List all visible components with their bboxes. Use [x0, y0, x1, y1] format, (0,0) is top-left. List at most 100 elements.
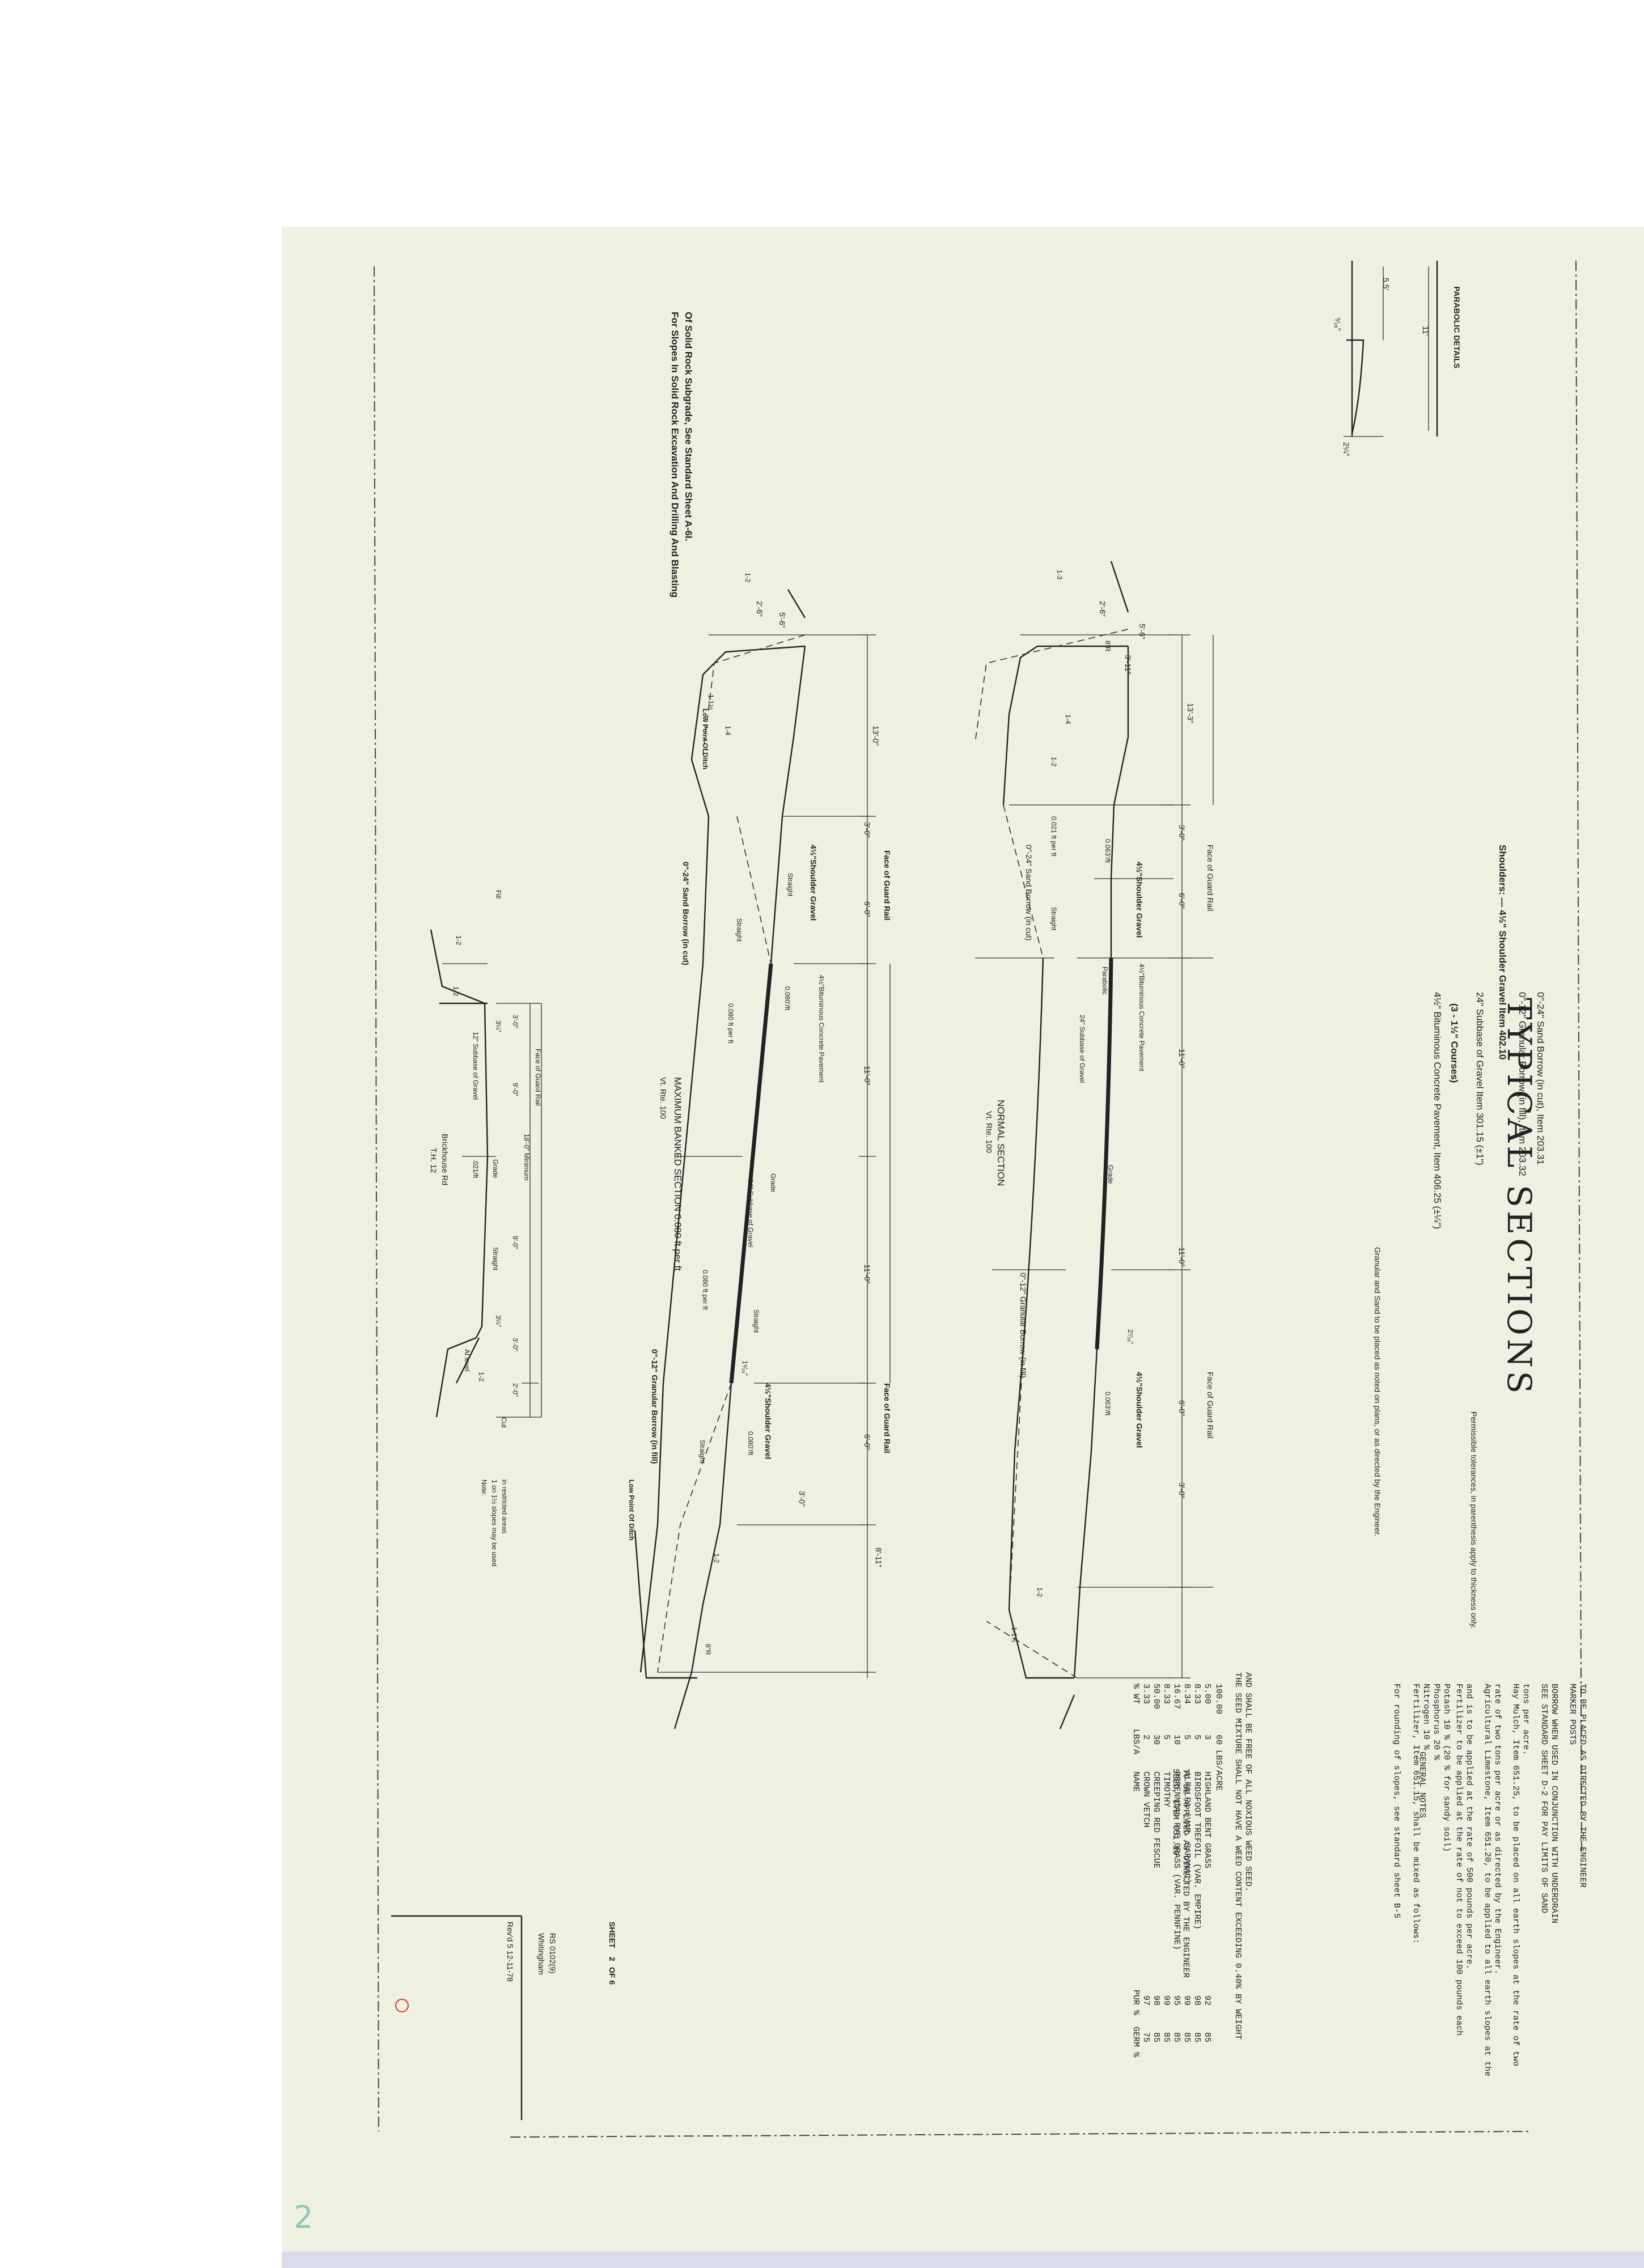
- seed-cell: 2: [1141, 1735, 1151, 1740]
- seed-cell: PERENNIAL RYE GRASS (VAR. PENNFINE): [1172, 1771, 1181, 1950]
- seed-row-6: 8.33 5 BIRDSFOOT TREFOIL (VAR. EMPIRE) 9…: [1192, 1684, 1202, 2042]
- ns-dim-11-0-r: 11'-0": [1177, 1247, 1187, 1267]
- parabolic-dim-916: ⁹⁄₁₆": [1333, 317, 1342, 331]
- drawing-sheet: [282, 227, 1644, 2252]
- seed-row-1: 3.33 2 CROWN VETCH 97 75: [1141, 1684, 1151, 2042]
- seed-h-germ: GERM %: [1131, 2027, 1141, 2058]
- br-grade: Grade: [491, 1159, 499, 1178]
- br-at-level: At level: [463, 1349, 471, 1371]
- tb-sheet: SHEET: [608, 1922, 617, 1948]
- ns-rate-12: 1-2: [1050, 757, 1058, 767]
- banked-section: [634, 589, 891, 1729]
- gn-line-1: For rounding of slopes, see standard she…: [1392, 1684, 1401, 1918]
- seed-cell: 10: [1172, 1735, 1181, 1745]
- br-rate-12c: 1-2: [477, 1372, 485, 1382]
- bs-dim-5-6: 5'-6": [778, 612, 787, 628]
- br-subbase: 12" Subbase of Gravel: [472, 1032, 480, 1100]
- seed-cell: 8.34: [1182, 1684, 1192, 1704]
- bs-gran-borrow: 0"-12" Granular Borrow (in fill): [650, 1349, 659, 1464]
- bs-shoulder-l: 4½"Shoulder Gravel: [809, 845, 818, 921]
- tb-sheet-of: OF 6: [608, 1967, 617, 1985]
- bs-subbase: 24" Subbase of Gravel: [747, 1179, 755, 1247]
- bs-dim-11-0-l: 11'-0": [863, 1066, 872, 1086]
- seed-cell: 99: [1182, 1995, 1192, 2006]
- ns-dim-2-6: 2'-6": [1098, 601, 1107, 617]
- ns-dim-3-0-r: 3'-0": [1177, 1482, 1187, 1498]
- bs-rate-112: 1-1½: [707, 694, 715, 710]
- seed-cell: 92: [1202, 1995, 1212, 2006]
- seed-cell: TIMOTHY: [1162, 1771, 1171, 1807]
- br-cut: Cut: [500, 1417, 508, 1428]
- gn-line-14: MARKER POSTS: [1567, 1684, 1577, 1745]
- gn-line-9: rate of two tons per acre or as directed…: [1493, 1684, 1502, 1974]
- seed-cell: HIGHLAND BENT GRASS: [1202, 1771, 1212, 1868]
- seed-cell: BIRDSFOOT TREFOIL (VAR. EMPIRE): [1192, 1771, 1202, 1930]
- bs-dim-8r: 8"R: [704, 1644, 712, 1655]
- seed-cell: 50.00: [1151, 1684, 1161, 1709]
- seed-cell: 30: [1151, 1735, 1161, 1745]
- brickhouse-section: [430, 929, 542, 1418]
- ns-face-guard-rail-l: Face of Guard Rail: [1206, 845, 1215, 912]
- br-face-guard-rail: Face of Guard Rail: [534, 1049, 542, 1106]
- seed-cell: 98: [1192, 1995, 1202, 2006]
- seed-cell: 97: [1141, 1995, 1151, 2006]
- header-line-3: 24" Subbase of Gravel Item 301.15 (±1"): [1474, 992, 1485, 1165]
- gn-line-11: tons per acre.: [1521, 1684, 1531, 1755]
- normal-labels: Face of Guard Rail Face of Guard Rail 4½…: [985, 570, 1215, 1642]
- bs-title: MAXIMUM BANKED SECTION 0.080 ft per ft: [672, 1077, 683, 1271]
- bs-dim-11-0-r: 11'-0": [863, 1264, 872, 1284]
- bs-dim-6-0-l: 6'-0": [863, 901, 872, 917]
- br-d-3-0: 3'-0": [511, 1015, 519, 1028]
- page-title: TYPICAL SECTIONS: [1500, 998, 1539, 1397]
- seed-row-4: 16.67 10 PERENNIAL RYE GRASS (VAR. PENNF…: [1172, 1684, 1181, 2042]
- seed-cell: 98: [1151, 1995, 1161, 2006]
- ns-dim-8r: 8"R: [1104, 641, 1112, 652]
- bs-slope-r: 0.080'/ft: [747, 1431, 755, 1456]
- br-d-3-0-r: 3'-0": [511, 1338, 519, 1351]
- seed-cell: 5: [1162, 1735, 1171, 1740]
- tb-revised: Rev'd 5 12-11-78: [506, 1922, 515, 1982]
- seed-row-2: 50.00 30 CREEPING RED FESCUE 98 85: [1151, 1684, 1161, 2042]
- seed-h-pur: PUR %: [1131, 1990, 1141, 2016]
- bs-low-point-l: Low Point Of Ditch: [701, 709, 709, 769]
- ns-gran-borrow: 0"-12" Granular Borrow (in fill): [1019, 1273, 1028, 1378]
- gn-line-7: and is to be applied at the rate of 500 …: [1464, 1684, 1474, 1969]
- parabolic-dim-214: 2¼": [1342, 442, 1351, 456]
- bottom-band: [282, 2252, 1644, 2268]
- bs-dim-3-0-l: 3'-0": [863, 822, 872, 838]
- ns-rate-112: 1-1½: [1010, 1627, 1018, 1642]
- parabolic-title: PARABOLIC DETAILS: [1452, 286, 1461, 368]
- ns-sand-borrow: 0"-24" Sand Borrow (in cut): [1024, 845, 1033, 940]
- ns-rate-14: 1-4: [1064, 714, 1072, 724]
- br-rate-12: 1-2: [455, 935, 463, 946]
- parabolic-detail: PARABOLIC DETAILS 11' 5.5' 2¼" ⁹⁄₁₆": [1333, 261, 1461, 456]
- seed-table: % WT LBS/A NAME PUR % GERM % 3.33 2 CROW…: [1131, 1672, 1253, 2058]
- ns-bit-pave: 4½"Bituminous Concrete Pavement: [1138, 964, 1146, 1071]
- tb-project: Whitingham: [537, 1933, 546, 1975]
- ns-dim-6-0-r: 6'-0": [1177, 1400, 1187, 1416]
- bs-face-guard-rail-l: Face of Guard Rail: [883, 850, 892, 921]
- bs-dim-6-0-r: 6'-0": [863, 1434, 872, 1450]
- br-fill: Fill: [494, 890, 502, 898]
- bs-straight-l: Straight: [786, 873, 794, 897]
- bs-slope-mid: 0.080 ft per ft: [727, 1003, 735, 1044]
- ns-slope-ditch: 0.021 ft per ft: [1050, 816, 1058, 857]
- seed-cell: 3: [1202, 1735, 1212, 1740]
- header-line-6: 0"-24" Sand Borrow (in cut), Item 203.31: [1535, 992, 1546, 1165]
- seed-cell: 8.33: [1162, 1684, 1171, 1704]
- br-sub: T.H. 12: [429, 1148, 438, 1173]
- header-line-2: (3 - 1½" Courses): [1449, 1003, 1460, 1083]
- parabolic-dim-11: 11': [1421, 326, 1430, 336]
- bs-shoulder-r: 4½"Shoulder Gravel: [764, 1383, 773, 1459]
- banked-pavement: [729, 963, 773, 1384]
- title-block: Rev'd 5 12-11-78 Whitingham RS 0102(9) S…: [391, 1915, 617, 2120]
- bs-straight-m: Straight: [735, 918, 743, 942]
- br-note-1: Note:: [480, 1480, 488, 1496]
- bs-bit-pave: 4½"Bituminous Concrete Pavement: [817, 975, 825, 1083]
- header-line-5: 0"-12" Granular Borrow (in fill), Item 2…: [1517, 992, 1528, 1176]
- ns-dim-11-0-l: 11'-0": [1177, 1049, 1187, 1069]
- seed-cell: 85: [1172, 2032, 1181, 2042]
- gn-line-6: Fertilizer to be applied at the rate of …: [1454, 1684, 1464, 2036]
- seed-h-lbs: LBS/A: [1131, 1729, 1141, 1754]
- page-mark: 2: [294, 2199, 313, 2235]
